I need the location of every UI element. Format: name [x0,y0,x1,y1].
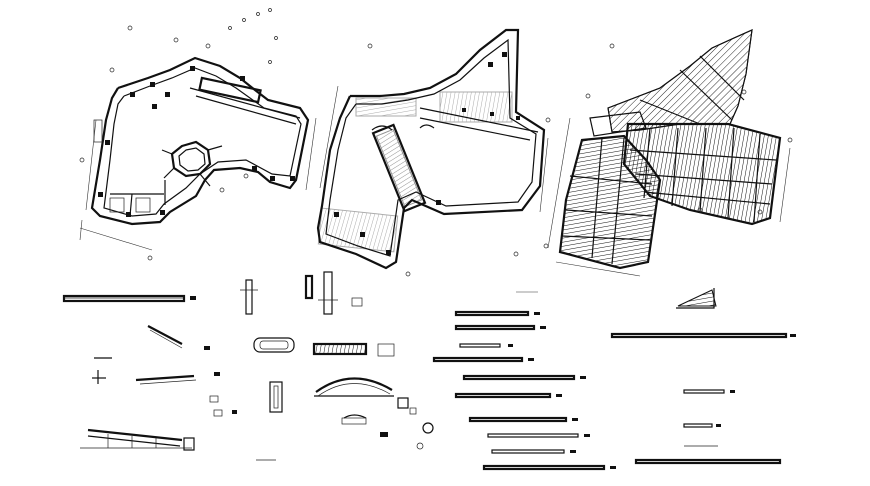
ground-floor-plan [79,8,317,261]
first-floor-plan [316,28,551,277]
construction-details [62,271,796,471]
roof-plan [543,29,793,277]
